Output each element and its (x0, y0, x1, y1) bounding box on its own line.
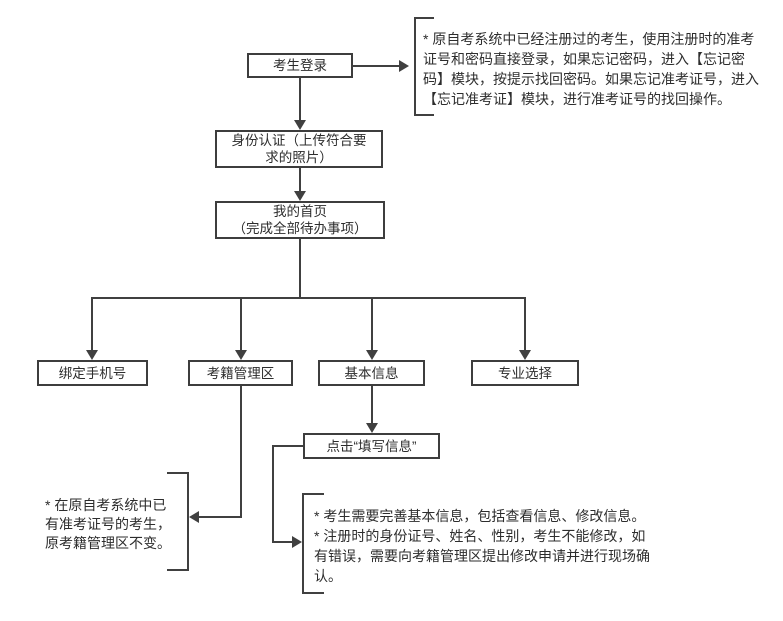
node-record-zone-label: 考籍管理区 (206, 365, 275, 381)
arrowhead-bind-phone (86, 350, 98, 360)
bracket-login-note-bottom (414, 114, 434, 116)
node-fill-info-label: 点击“填写信息” (326, 438, 417, 454)
bracket-record-note-top (167, 472, 189, 474)
bracket-basic-note-bottom (302, 592, 324, 594)
node-major-select-label: 专业选择 (498, 365, 552, 381)
note-record: * 在原自考系统中已 有准考证号的考生， 原考籍管理区不变。 (45, 497, 171, 551)
node-record-zone: 考籍管理区 (188, 360, 293, 386)
arrowhead-fill-info (366, 423, 378, 433)
arrowhead-login-note (399, 60, 409, 72)
node-login: 考生登录 (247, 53, 353, 78)
connector-branch-basic-info (371, 297, 373, 351)
connector-record-drop (240, 386, 242, 517)
arrowhead-login-identity (294, 120, 306, 130)
arrowhead-basic-note (292, 536, 302, 548)
node-identity-label: 身份认证（上传符合要 求的照片） (231, 133, 367, 165)
node-bind-phone: 绑定手机号 (37, 360, 148, 386)
arrowhead-major-select (519, 350, 531, 360)
connector-login-note (353, 65, 399, 67)
connector-branch-bind-phone (91, 297, 93, 351)
arrowhead-record-note (189, 511, 199, 523)
node-basic-info: 基本信息 (318, 360, 425, 386)
connector-login-identity (299, 77, 301, 121)
connector-fill-elbow-vertical (272, 445, 274, 543)
bracket-basic-note-top (302, 493, 324, 495)
node-major-select: 专业选择 (471, 360, 579, 386)
node-bind-phone-label: 绑定手机号 (58, 365, 127, 381)
bracket-record-note-bottom (167, 569, 189, 571)
connector-home-branch (299, 238, 301, 299)
node-home: 我的首页 （完成全部待办事项） (215, 201, 385, 239)
node-login-label: 考生登录 (273, 58, 327, 73)
connector-branch-record-zone (240, 297, 242, 351)
note-login: * 原自考系统中已经注册过的考生，使用注册时的准考 证号和密码直接登录，如果忘记… (423, 31, 759, 107)
connector-branch-major-select (524, 297, 526, 351)
bracket-login-note-vertical (414, 17, 416, 116)
arrowhead-identity-home (294, 191, 306, 201)
connector-fill-elbow-top (272, 445, 303, 447)
bracket-basic-note-vertical (302, 493, 304, 594)
connector-identity-home (299, 167, 301, 192)
connector-record-note (198, 516, 242, 518)
bracket-record-note-vertical (187, 472, 189, 571)
node-basic-info-label: 基本信息 (344, 365, 399, 381)
node-identity: 身份认证（上传符合要 求的照片） (215, 130, 383, 168)
bracket-login-note-top (414, 17, 434, 19)
connector-basic-fill (371, 386, 373, 424)
connector-fill-elbow-bottom (272, 541, 293, 543)
arrowhead-basic-info (366, 350, 378, 360)
note-basic: * 考生需要完善基本信息，包括查看信息、修改信息。 * 注册时的身份证号、姓名、… (314, 508, 650, 584)
connector-branch-bar (91, 297, 526, 299)
node-home-label: 我的首页 （完成全部待办事项） (232, 204, 368, 236)
arrowhead-record-zone (235, 350, 247, 360)
node-fill-info: 点击“填写信息” (303, 433, 440, 459)
